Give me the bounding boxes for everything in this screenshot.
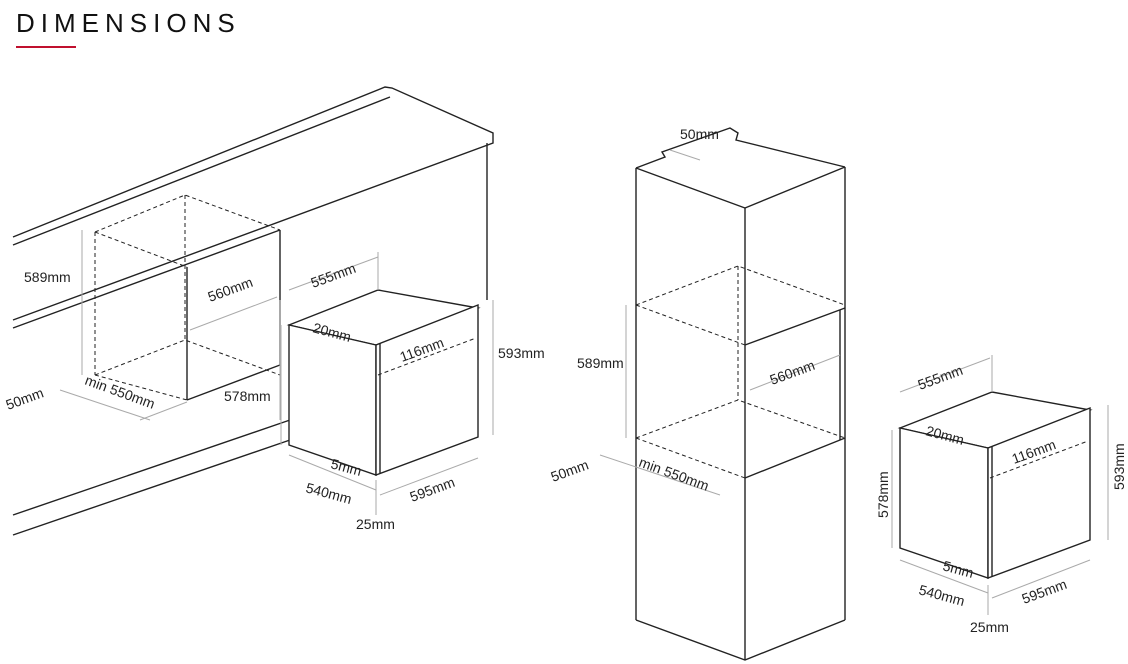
- oven-drawing-right: 555mm 20mm 116mm 593mm 578mm 5mm 540mm 5…: [875, 355, 1127, 635]
- cavity-height-label: 589mm: [24, 269, 71, 285]
- bottom-gap-label: 5mm: [329, 455, 363, 479]
- worktop-underside: [12, 229, 281, 329]
- title-accent-line: [16, 46, 76, 48]
- rear-gap-label: 50mm: [4, 384, 46, 412]
- column-cavity-height-label: 589mm: [577, 355, 624, 371]
- top-depth-label: 555mm: [309, 260, 358, 291]
- overall-height-label: 593mm: [498, 345, 545, 361]
- overall-width-label: 595mm: [1020, 576, 1069, 607]
- column-rear-gap-label: 50mm: [549, 456, 591, 484]
- column-top-gap-label: 50mm: [680, 126, 719, 142]
- column-cavity-depth-label: min 550mm: [637, 454, 711, 494]
- body-height-label: 578mm: [224, 388, 271, 404]
- top-depth-label: 555mm: [916, 362, 965, 393]
- front-depth-label: 25mm: [356, 516, 395, 532]
- overall-height-label: 593mm: [1111, 443, 1127, 490]
- worktop-edge: [12, 96, 391, 246]
- plinth-line: [12, 419, 291, 516]
- cavity-width-label: 560mm: [206, 274, 255, 305]
- page-title: DIMENSIONS: [16, 8, 241, 38]
- bottom-gap-label: 5mm: [941, 557, 975, 581]
- plinth-line: [12, 439, 291, 536]
- cavity-bottom-edge: [186, 364, 281, 401]
- body-depth-label: 540mm: [304, 479, 353, 507]
- worktop-outline: [12, 86, 494, 321]
- front-depth-label: 25mm: [970, 619, 1009, 635]
- cavity-dashed-top: [94, 194, 281, 233]
- body-height-label: 578mm: [875, 471, 891, 518]
- cavity-depth-label: min 550mm: [83, 372, 157, 412]
- overall-width-label: 595mm: [408, 474, 457, 505]
- column-cavity-width-label: 560mm: [768, 357, 817, 388]
- column-installation: 50mm 589mm 560mm 50mm min 550mm: [549, 126, 846, 661]
- body-depth-label: 540mm: [917, 581, 966, 609]
- oven-drawing-left: 555mm 20mm 116mm 593mm 578mm 5mm 540mm 5…: [224, 252, 545, 532]
